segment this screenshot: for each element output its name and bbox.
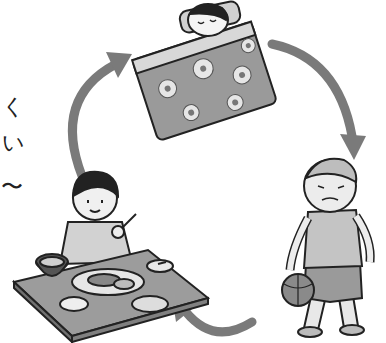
- side-text: い: [2, 132, 25, 154]
- side-text: 〜: [1, 176, 23, 198]
- basketball-child: [282, 159, 370, 337]
- eating-child: [14, 172, 208, 342]
- side-text: く: [2, 96, 25, 118]
- sleeping-child: [132, 0, 277, 141]
